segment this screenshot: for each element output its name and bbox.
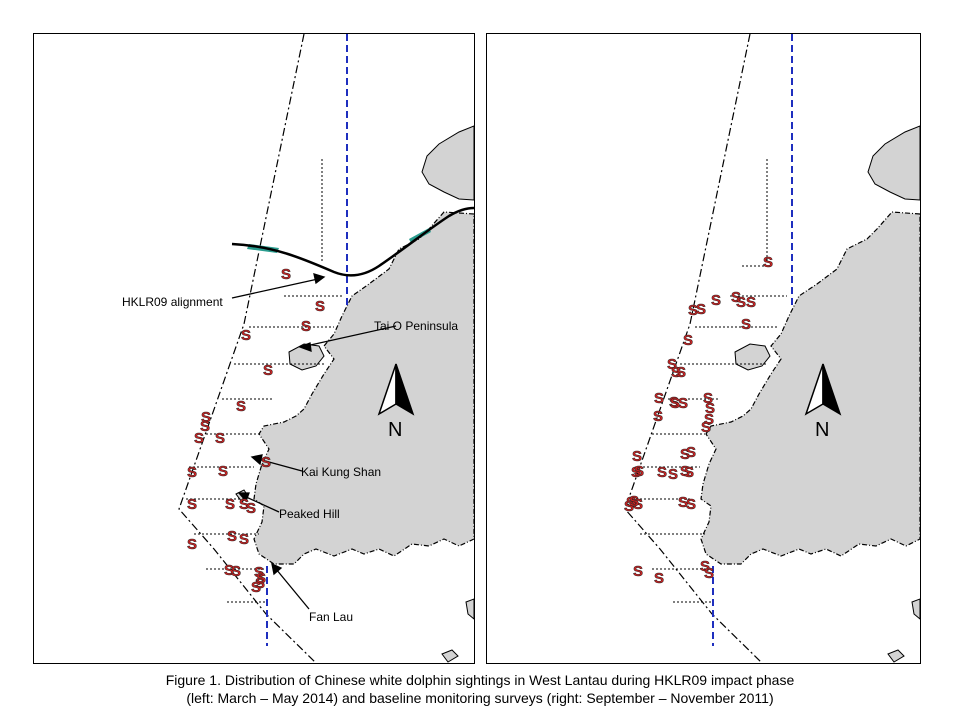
dolphin-sighting-icon: S bbox=[653, 408, 663, 425]
small-island-2 bbox=[441, 649, 459, 663]
annotation-arrows bbox=[231, 273, 397, 610]
dolphin-sighting-icon: S bbox=[686, 496, 696, 513]
dolphin-sighting-icon: S bbox=[632, 448, 642, 465]
dolphin-sighting-icon: S bbox=[676, 364, 686, 381]
dolphin-sighting-icon: S bbox=[254, 564, 264, 581]
label-hklr09-alignment: HKLR09 alignment bbox=[122, 295, 223, 309]
dolphin-sighting-icon: S bbox=[731, 289, 741, 306]
dolphin-sighting-icon: S bbox=[654, 390, 664, 407]
small-island-right-2 bbox=[887, 649, 905, 663]
dolphin-sighting-icon: S bbox=[670, 395, 680, 412]
north-arrow-icon: N bbox=[804, 363, 842, 441]
dolphin-sighting-icon: S bbox=[684, 464, 694, 481]
dolphin-sighting-icon: S bbox=[241, 327, 251, 344]
dolphin-sighting-icon: S bbox=[680, 446, 690, 463]
dolphin-sighting-icon: S bbox=[629, 493, 639, 510]
dolphin-sighting-icon: S bbox=[686, 444, 696, 461]
map-panel-left: HKLR09 alignment Tai O Peninsula Kai Kun… bbox=[33, 33, 475, 664]
dolphin-sighting-icon: S bbox=[700, 558, 710, 575]
dolphin-sighting-icon: S bbox=[763, 254, 773, 271]
dolphin-sighting-icon: S bbox=[626, 494, 636, 511]
dolphin-sighting-icon: S bbox=[634, 463, 644, 480]
dolphin-sighting-icon: S bbox=[301, 318, 311, 335]
label-peaked-hill: Peaked Hill bbox=[279, 507, 340, 521]
northern-island-right bbox=[867, 125, 920, 201]
dolphin-sighting-icon: S bbox=[261, 454, 271, 471]
dolphin-sighting-icon: S bbox=[654, 570, 664, 587]
hklr09-alignment-line bbox=[231, 206, 474, 277]
small-island-right-1 bbox=[911, 598, 920, 620]
dolphin-sighting-icon: S bbox=[746, 294, 756, 311]
figure-caption: Figure 1. Distribution of Chinese white … bbox=[0, 671, 960, 707]
caption-line-1: Figure 1. Distribution of Chinese white … bbox=[165, 672, 795, 688]
dolphin-sighting-icon: S bbox=[187, 496, 197, 513]
dolphin-sighting-icon: S bbox=[668, 466, 678, 483]
dolphin-sighting-icon: S bbox=[671, 364, 681, 381]
dolphin-sighting-icon: S bbox=[704, 411, 714, 428]
dolphin-sighting-icon: S bbox=[200, 418, 210, 435]
lantau-land bbox=[253, 211, 474, 565]
dolphin-sighting-icon: S bbox=[187, 464, 197, 481]
dolphin-sighting-icon: S bbox=[227, 528, 237, 545]
transect-lines bbox=[186, 159, 344, 603]
north-arrow-icon: N bbox=[377, 363, 415, 441]
dolphin-sighting-icon: S bbox=[263, 362, 273, 379]
caption-line-2: (left: March – May 2014) and baseline mo… bbox=[186, 690, 774, 706]
dolphin-sighting-icon: S bbox=[711, 292, 721, 309]
dolphin-sighting-icon: S bbox=[678, 395, 688, 412]
dolphin-sighting-icon: S bbox=[218, 463, 228, 480]
dolphin-sighting-icon: S bbox=[633, 496, 643, 513]
label-kai-kung-shan: Kai Kung Shan bbox=[301, 465, 381, 479]
dolphin-sighting-icon: S bbox=[624, 498, 634, 515]
northern-island bbox=[421, 125, 474, 201]
dolphin-sighting-icon: S bbox=[236, 398, 246, 415]
dolphin-sighting-icon: S bbox=[631, 464, 641, 481]
dolphin-sighting-icon: S bbox=[704, 565, 714, 582]
dolphin-sighting-icon: S bbox=[701, 419, 711, 436]
small-island-1 bbox=[465, 598, 474, 620]
dolphin-sighting-icon: S bbox=[281, 266, 291, 283]
dolphin-sighting-icon: S bbox=[705, 400, 715, 417]
dolphin-sighting-icon: S bbox=[669, 394, 679, 411]
dolphin-sighting-icon: S bbox=[231, 563, 241, 580]
north-label: N bbox=[388, 419, 402, 441]
dolphin-sighting-icon: S bbox=[688, 302, 698, 319]
dolphin-sighting-icon: S bbox=[194, 430, 204, 447]
dolphin-sighting-icon: S bbox=[315, 298, 325, 315]
dolphin-sighting-icon: S bbox=[255, 575, 265, 592]
dolphin-sighting-icon: S bbox=[246, 500, 256, 517]
dolphin-sighting-icon: S bbox=[215, 430, 225, 447]
dolphin-sighting-icon: S bbox=[633, 563, 643, 580]
label-fan-lau: Fan Lau bbox=[309, 610, 353, 624]
dolphin-sighting-icon: S bbox=[657, 464, 667, 481]
lantau-land-right bbox=[700, 211, 920, 565]
map-left-svg: HKLR09 alignment Tai O Peninsula Kai Kun… bbox=[122, 34, 474, 663]
dolphin-sighting-icon: S bbox=[703, 390, 713, 407]
dolphin-sighting-icon: S bbox=[667, 356, 677, 373]
label-tai-o-peninsula: Tai O Peninsula bbox=[374, 319, 458, 333]
dolphin-sighting-icon: S bbox=[678, 494, 688, 511]
dolphin-sighting-icon: S bbox=[224, 562, 234, 579]
dolphin-sighting-icon: S bbox=[736, 294, 746, 311]
dolphin-sighting-icon: S bbox=[239, 531, 249, 548]
tai-o-island-right bbox=[734, 343, 771, 371]
transect-lines-right bbox=[632, 159, 787, 603]
dolphin-sighting-icon: S bbox=[696, 301, 706, 318]
dolphin-sighting-icon: S bbox=[256, 570, 266, 587]
dolphin-sighting-icon: S bbox=[741, 316, 751, 333]
dolphin-sighting-icon: S bbox=[251, 579, 261, 596]
dolphin-sighting-icon: S bbox=[201, 409, 211, 426]
dolphin-sighting-icon: S bbox=[225, 496, 235, 513]
north-label-right: N bbox=[815, 419, 829, 441]
survey-boundary-right bbox=[624, 34, 763, 663]
dolphin-sighting-icon: S bbox=[187, 536, 197, 553]
survey-boundary bbox=[178, 34, 317, 663]
dolphin-sighting-icon: S bbox=[680, 463, 690, 480]
dolphin-sighting-icon: S bbox=[683, 332, 693, 349]
dolphin-sighting-icon: S bbox=[239, 496, 249, 513]
